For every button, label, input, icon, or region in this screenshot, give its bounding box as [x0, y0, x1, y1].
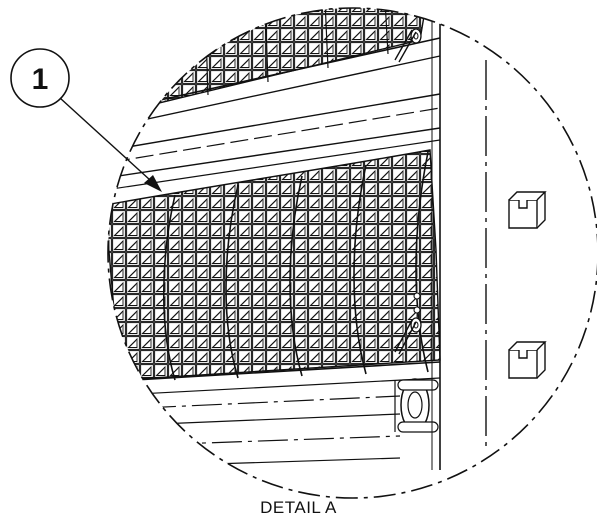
callout-marker: 1 [10, 48, 162, 192]
callout-number: 1 [32, 63, 49, 96]
clip-bracket-icon [508, 191, 547, 379]
detail-view-contents [108, 8, 547, 470]
callout-balloon [10, 48, 70, 108]
tile-bank [108, 149, 441, 381]
side-frame [431, 10, 487, 470]
bolt-icon [394, 28, 422, 355]
detail-boundary-circle [107, 7, 597, 499]
leader-arrow-icon [59, 97, 162, 192]
upper-rail [108, 37, 441, 191]
roller-shaft-icon [394, 378, 439, 433]
detail-caption: DETAIL A [260, 498, 337, 517]
